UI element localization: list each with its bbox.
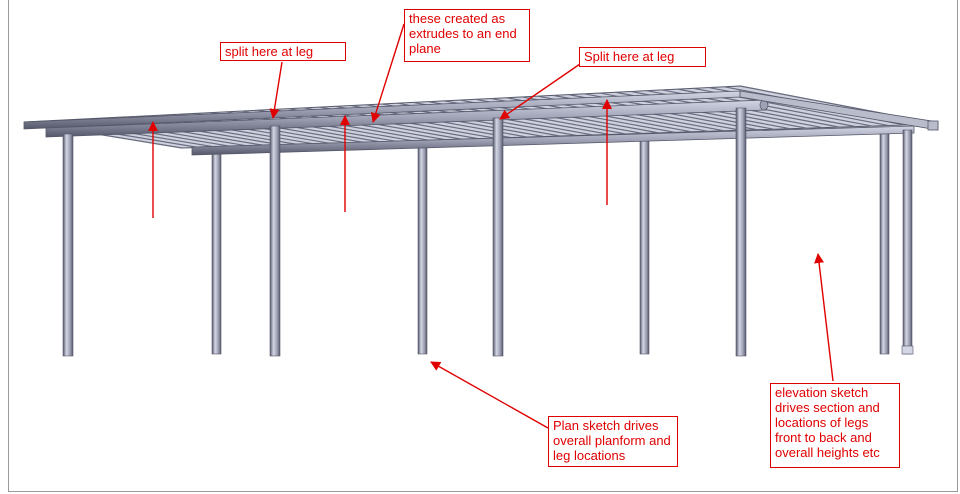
back-leg [211, 149, 222, 355]
annotation-arrows [148, 23, 834, 429]
annotation-elevation-sketch: elevation sketch drives section and loca… [770, 383, 900, 468]
front-leg [269, 125, 281, 357]
back-leg [879, 127, 890, 355]
front-leg [492, 117, 504, 357]
viewport-frame [8, 0, 958, 492]
annotation-split-right: Split here at leg [579, 47, 706, 67]
back-leg [417, 143, 428, 355]
arrow-extrudes [370, 23, 405, 123]
annotation-split-left: split here at leg [220, 42, 346, 61]
annotation-plan-sketch: Plan sketch drives overall planform and … [548, 416, 678, 467]
back-legs [211, 127, 890, 355]
corner-block [927, 120, 939, 131]
arrow-split-left [269, 61, 283, 119]
front-beam [45, 99, 767, 138]
arrow-split-right [499, 63, 581, 120]
front-leg [62, 133, 74, 357]
arrow-plan-sketch [430, 361, 549, 429]
leg-foot-plate [901, 345, 914, 355]
back-leg [639, 135, 650, 355]
annotation-extrudes: these created as extrudes to an end plan… [404, 9, 530, 62]
front-legs [62, 107, 914, 357]
back-beam [191, 125, 915, 156]
arrow-elevation-sketch [814, 253, 834, 382]
front-leg [735, 107, 747, 357]
front-leg [902, 129, 913, 355]
